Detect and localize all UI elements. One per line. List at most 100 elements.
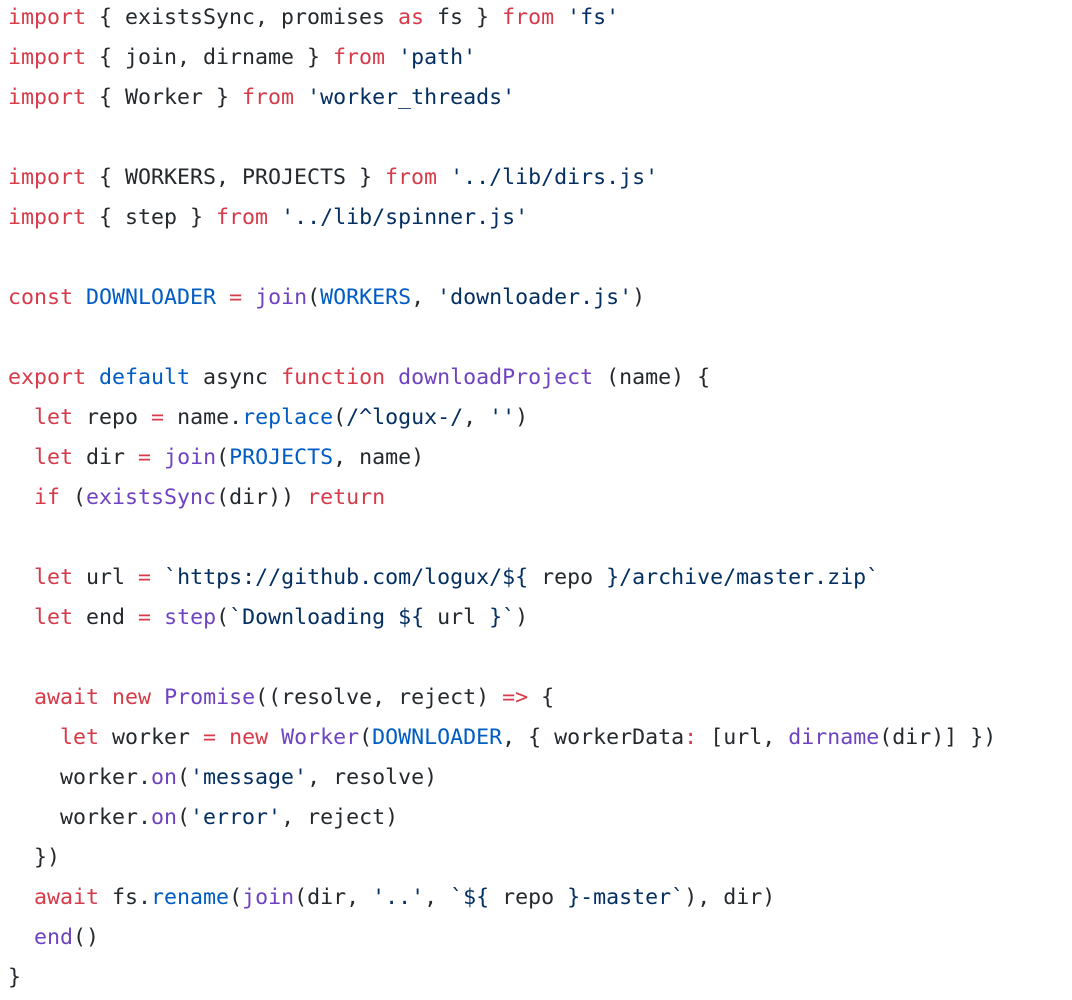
code-token-function: on [151,765,178,790]
code-token-keyword: = [229,285,243,310]
code-token-string: '../lib/spinner.js' [281,205,529,230]
code-token-keyword: = [138,565,152,590]
code-line: let dir = join(PROJECTS, name) [8,438,1072,478]
code-token-default: , resolve) [307,765,438,790]
code-line: let url = `https://github.com/logux/${ r… [8,558,1072,598]
code-token-string: 'downloader.js' [437,285,633,310]
code-token-keyword: await [34,885,100,910]
code-line: const DOWNLOADER = join(WORKERS, 'downlo… [8,278,1072,318]
code-token-constant: PROJECTS [229,445,334,470]
code-line: }) [8,838,1072,878]
code-token-function: on [151,805,178,830]
code-token-default [554,5,567,30]
code-line: let repo = name.replace(/^logux-/, '') [8,398,1072,438]
code-token-default [99,685,112,710]
code-token-default: , [463,405,490,430]
code-token-default [268,205,281,230]
code-token-default [242,285,255,310]
code-token-default [151,445,164,470]
code-token-default: } [8,965,22,990]
code-token-function: Worker [281,725,360,750]
code-token-default: { step } [86,205,217,230]
code-line: if (existsSync(dir)) return [8,478,1072,518]
code-line: worker.on('error', reject) [8,798,1072,838]
code-token-default: repo [528,565,607,590]
code-token-default [8,925,34,950]
code-token-function: end [34,925,74,950]
code-token-default [151,605,164,630]
code-token-default: [url, [697,725,789,750]
code-token-string: `${ [450,885,490,910]
code-token-string: `https://github.com/logux/${ [164,565,529,590]
code-token-default: ), dir) [684,885,776,910]
code-token-default: { join, dirname } [86,45,334,70]
code-token-keyword: import [8,5,87,30]
code-token-default: worker. [8,805,152,830]
code-token-keyword: = [203,725,217,750]
code-token-function: downloadProject [398,365,594,390]
code-token-function: dirname [788,725,880,750]
code-token-default: , { workerData [502,725,685,750]
code-token-keyword: const [8,285,74,310]
code-token-default [8,885,34,910]
code-token-function: step [164,605,217,630]
code-token-constant: rename [151,885,230,910]
code-line: import { WORKERS, PROJECTS } from '../li… [8,158,1072,198]
code-token-string: }` [489,605,516,630]
code-token-keyword: await [34,685,100,710]
code-line: import { existsSync, promises as fs } fr… [8,0,1072,38]
code-token-default: ( [307,285,321,310]
code-token-function: join [255,285,308,310]
code-token-default [294,85,307,110]
code-token-function: join [164,445,217,470]
code-token-keyword: import [8,165,87,190]
code-line: } [8,958,1072,998]
code-token-default [216,725,229,750]
code-token-string: `Downloading ${ [229,605,425,630]
code-token-default: fs. [99,885,152,910]
code-token-keyword: return [307,485,386,510]
code-token-keyword: function [281,365,386,390]
code-token-default: end [73,605,139,630]
code-token-default [385,365,398,390]
code-token-default: { Worker } [86,85,243,110]
code-line: ​ [8,518,1072,558]
code-token-default: (dir)) [216,485,308,510]
code-token-default: worker [99,725,204,750]
code-token-default: ( [216,605,230,630]
code-token-default: }) [8,845,61,870]
code-token-string: 'message' [190,765,308,790]
code-token-keyword: new [112,685,152,710]
code-token-default [385,45,398,70]
code-token-keyword: import [8,85,87,110]
code-token-constant: default [99,365,191,390]
code-token-default: ( [177,765,191,790]
code-token-string: /^logux-/ [346,405,464,430]
code-token-default: { [528,685,555,710]
code-token-string: '' [489,405,516,430]
code-token-keyword: let [34,605,74,630]
code-token-default: worker. [8,765,152,790]
code-token-default: url [424,605,490,630]
code-token-default: fs } [424,5,503,30]
code-line: end() [8,918,1072,958]
code-token-keyword: = [138,445,152,470]
code-token-string: }/archive/master.zip` [606,565,880,590]
code-token-default: ((resolve, reject) [255,685,503,710]
code-token-keyword: as [398,5,425,30]
code-token-keyword: if [34,485,61,510]
code-token-default [73,285,86,310]
code-token-default: ( [216,445,230,470]
code-token-constant: WORKERS [320,285,412,310]
code-token-keyword: new [229,725,269,750]
code-token-default [437,165,450,190]
code-token-default: url [73,565,139,590]
code-token-default [8,405,34,430]
code-token-default: (name) { [593,365,711,390]
code-token-default: , name) [333,445,425,470]
code-token-default: , [411,285,438,310]
code-token-string: '../lib/dirs.js' [450,165,659,190]
code-token-default [8,445,34,470]
code-token-keyword: import [8,205,87,230]
